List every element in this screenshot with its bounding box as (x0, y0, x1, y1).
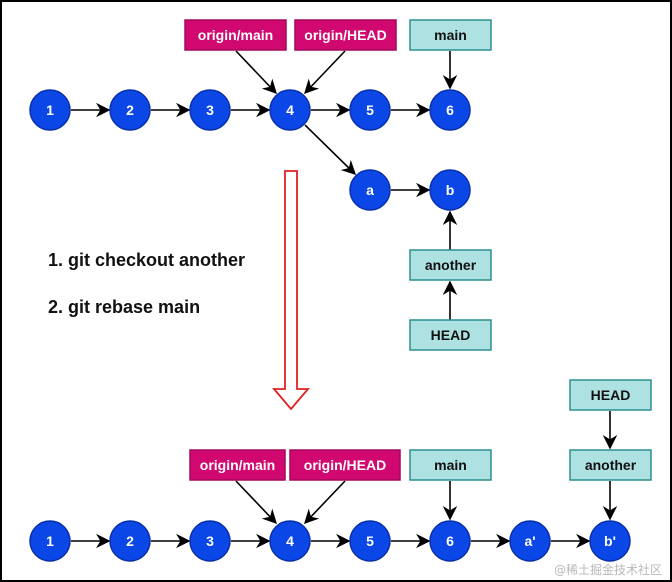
edge-origin-main-4 (235, 480, 277, 525)
before-commits: 1 2 3 4 5 6 a b (29, 89, 471, 211)
ref-label: origin/main (200, 457, 275, 473)
after-edges (71, 411, 618, 549)
ref-label: origin/HEAD (304, 27, 386, 43)
commit-node[interactable]: 3 (189, 89, 231, 131)
edge-origin-main-4 (235, 50, 277, 95)
command-rebase: 2. git rebase main (48, 297, 200, 317)
after-refs: origin/main origin/HEAD main another HEA… (189, 379, 652, 481)
commit-node[interactable]: 2 (109, 520, 151, 562)
ref-label: HEAD (431, 327, 471, 343)
ref-main[interactable]: main (409, 449, 492, 481)
ref-label: origin/HEAD (304, 457, 386, 473)
commit-label: 4 (286, 102, 294, 118)
commit-node[interactable]: a' (509, 520, 551, 562)
commit-node[interactable]: b (429, 169, 471, 211)
commit-node[interactable]: 4 (269, 520, 311, 562)
commit-node[interactable]: 6 (429, 520, 471, 562)
ref-head[interactable]: HEAD (569, 379, 652, 411)
commit-label: 1 (46, 102, 54, 118)
command-checkout: 1. git checkout another (48, 250, 245, 270)
ref-label: HEAD (591, 387, 631, 403)
commit-label: 5 (366, 102, 374, 118)
before-refs: origin/main origin/HEAD main another HEA… (184, 19, 492, 351)
commit-node[interactable]: 6 (429, 89, 471, 131)
commit-node[interactable]: 1 (29, 89, 71, 131)
commit-node[interactable]: 5 (349, 520, 391, 562)
commit-label: a (366, 182, 374, 198)
commit-label: 5 (366, 533, 374, 549)
commit-label: b (446, 182, 455, 198)
commit-node[interactable]: a (349, 169, 391, 211)
ref-label: another (425, 257, 477, 273)
ref-another[interactable]: another (569, 449, 652, 481)
ref-main[interactable]: main (409, 19, 492, 51)
commit-label: 3 (206, 533, 214, 549)
ref-label: another (585, 457, 637, 473)
commit-node[interactable]: 5 (349, 89, 391, 131)
ref-label: main (434, 457, 467, 473)
commit-label: b' (604, 533, 616, 549)
commit-node[interactable]: 3 (189, 520, 231, 562)
commit-label: 2 (126, 102, 134, 118)
commit-label: 3 (206, 102, 214, 118)
edge-4-a (304, 124, 357, 176)
commit-label: 1 (46, 533, 54, 549)
commit-node[interactable]: 2 (109, 89, 151, 131)
ref-origin-main[interactable]: origin/main (189, 449, 286, 481)
commit-node[interactable]: b' (589, 520, 631, 562)
ref-origin-head[interactable]: origin/HEAD (289, 449, 401, 481)
commit-label: 2 (126, 533, 134, 549)
commit-label: a' (524, 533, 535, 549)
ref-another[interactable]: another (409, 249, 492, 281)
commit-node[interactable]: 4 (269, 89, 311, 131)
ref-label: origin/main (198, 27, 273, 43)
ref-head[interactable]: HEAD (409, 319, 492, 351)
after-commits: 1 2 3 4 5 6 a' b' (29, 520, 631, 562)
ref-origin-main[interactable]: origin/main (184, 19, 287, 51)
transition-down-arrow-icon (272, 170, 310, 411)
edge-origin-head-4 (304, 480, 346, 525)
before-edges (71, 50, 458, 320)
commit-node[interactable]: 1 (29, 520, 71, 562)
commit-label: 4 (286, 533, 294, 549)
commit-label: 6 (446, 102, 454, 118)
ref-label: main (434, 27, 467, 43)
ref-origin-head[interactable]: origin/HEAD (294, 19, 397, 51)
commit-label: 6 (446, 533, 454, 549)
watermark: @稀土掘金技术社区 (554, 562, 662, 577)
edge-origin-head-4 (304, 50, 346, 95)
